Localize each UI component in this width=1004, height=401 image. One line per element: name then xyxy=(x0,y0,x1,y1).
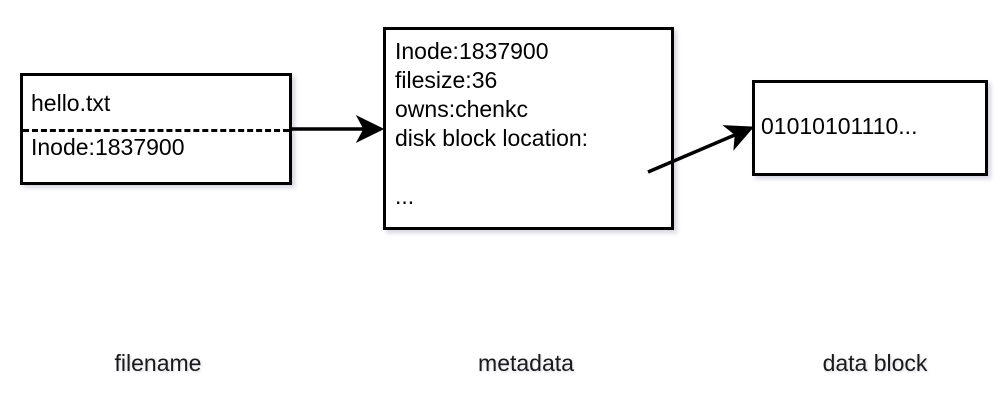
caption-metadata: metadata xyxy=(478,350,574,376)
metadata-line-inode: Inode:1837900 xyxy=(395,38,549,64)
filename-box[interactable]: hello.txt Inode:1837900 xyxy=(20,73,292,185)
metadata-line-ellipsis: ... xyxy=(395,183,415,209)
dashed-divider xyxy=(23,129,289,132)
datablock-box[interactable]: 01010101110... xyxy=(752,80,988,176)
metadata-line-filesize: filesize:36 xyxy=(395,67,498,93)
caption-datablock: data block xyxy=(822,350,928,376)
caption-filename: filename xyxy=(114,350,202,376)
filename-inode-value: Inode:1837900 xyxy=(31,134,185,160)
metadata-line-disk-block-location: disk block location: xyxy=(395,125,589,151)
metadata-box[interactable]: Inode:1837900 filesize:36 owns:chenkc di… xyxy=(383,27,674,230)
filename-value: hello.txt xyxy=(31,90,111,116)
datablock-bits-value: 01010101110... xyxy=(761,113,918,139)
metadata-line-owner: owns:chenkc xyxy=(395,96,528,122)
